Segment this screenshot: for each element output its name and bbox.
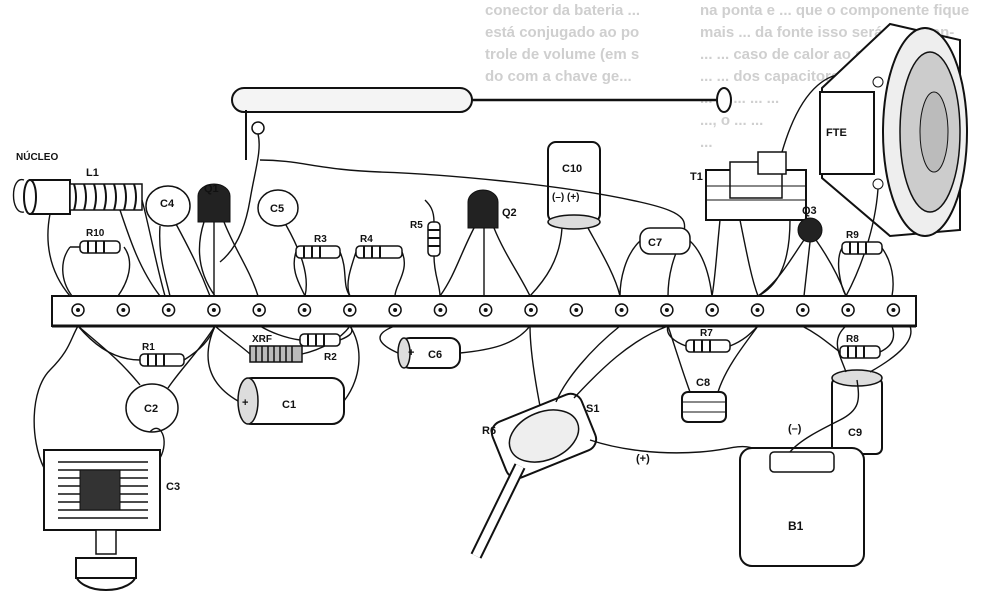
- capacitor-c9: [831, 325, 912, 455]
- label-c10: C10: [562, 163, 582, 175]
- resistor-r8: [801, 325, 895, 359]
- label-r2: R2: [324, 352, 337, 363]
- terminal-lug-hole: [846, 308, 851, 312]
- label-c2: C2: [144, 403, 158, 415]
- variable-capacitor-c3: [33, 325, 165, 591]
- transistor-q3: [757, 217, 847, 297]
- terminal-lug-hole: [800, 308, 805, 312]
- label-r8: R8: [846, 334, 859, 345]
- terminal-lug-hole: [302, 308, 307, 312]
- terminal-lug-hole: [121, 308, 126, 312]
- terminal-lug-hole: [664, 308, 669, 312]
- terminal-lug-hole: [257, 308, 262, 312]
- terminal-lug-hole: [574, 308, 579, 312]
- resistor-r4: [347, 245, 405, 297]
- label-r7: R7: [700, 328, 713, 339]
- label-c6: C6: [428, 349, 442, 361]
- capacitor-c6: [379, 325, 531, 369]
- bg-line: do com a chave ge...: [485, 68, 632, 85]
- terminal-lug-hole: [211, 308, 216, 312]
- transformer-t1: [705, 73, 871, 297]
- label-c8: C8: [696, 377, 710, 389]
- background-text-center: conector da bateria ... está conjugado a…: [485, 0, 640, 88]
- resistor-r3: [293, 245, 351, 297]
- label-r5: R5: [410, 220, 423, 231]
- terminal-lug-hole: [619, 308, 624, 312]
- resistor-r2: [259, 325, 353, 347]
- terminal-lug-hole: [166, 308, 171, 312]
- bg-line: conector da bateria ...: [485, 2, 640, 19]
- label-t1: T1: [690, 171, 703, 183]
- speaker-fte: [819, 22, 968, 297]
- label-r10: R10: [86, 228, 105, 239]
- battery-b1: [739, 379, 865, 567]
- label-q2: Q2: [502, 207, 517, 219]
- bg-line: trole de volume (em s...: [485, 46, 640, 63]
- label-b1: B1: [788, 519, 804, 533]
- terminal-lug-hole: [529, 308, 533, 312]
- potentiometer-r6-switch-s1: [470, 325, 771, 559]
- capacitor-c10: [529, 141, 621, 297]
- terminal-lug-hole: [483, 308, 488, 312]
- terminal-lug-hole: [710, 308, 715, 312]
- terminal-lug-hole: [76, 308, 80, 312]
- capacitor-c8: [667, 325, 759, 423]
- label-nucleo: NÚCLEO: [16, 150, 58, 163]
- bg-line: está conjugado ao po...: [485, 24, 640, 41]
- label-c7: C7: [648, 237, 662, 249]
- label-q1: Q1: [204, 183, 219, 195]
- capacitor-c4: [145, 185, 211, 297]
- label-s1: S1: [586, 403, 599, 415]
- label-c9: C9: [848, 427, 862, 439]
- label-c6-plus: +: [408, 347, 414, 359]
- label-c5: C5: [270, 203, 284, 215]
- label-c4: C4: [160, 198, 175, 210]
- capacitor-c1: [207, 325, 360, 425]
- label-l1: L1: [86, 167, 99, 179]
- bg-line: ..., o ... ...: [700, 112, 764, 129]
- terminal-lug-hole: [438, 308, 443, 312]
- terminal-lug-hole: [891, 308, 896, 312]
- terminal-lug-hole: [347, 308, 352, 312]
- resistor-r10: [62, 240, 131, 297]
- bg-line: ...: [700, 134, 713, 151]
- label-c1: C1: [282, 399, 296, 411]
- label-xrf: XRF: [252, 334, 272, 345]
- label-r3: R3: [314, 234, 327, 245]
- capacitor-c7: [619, 227, 713, 297]
- capacitor-c2: [77, 325, 216, 433]
- bg-line: na ponta e ... que o componente fique: [700, 2, 970, 19]
- label-q3: Q3: [802, 205, 817, 217]
- antenna: [219, 87, 732, 263]
- label-r4: R4: [360, 234, 373, 245]
- resistor-r9: [837, 241, 894, 297]
- capacitor-c5: [257, 189, 307, 297]
- terminal-lug-hole: [393, 308, 398, 312]
- label-c1-plus: +: [242, 397, 248, 409]
- label-fte: FTE: [826, 127, 847, 139]
- terminal-lug-hole: [755, 308, 760, 312]
- label-r6: R6: [482, 425, 496, 437]
- label-c10-polarity: (–) (+): [552, 192, 580, 203]
- label-minus: (–): [788, 423, 802, 435]
- label-c3: C3: [166, 481, 180, 493]
- coil-l1: [12, 179, 166, 297]
- label-r1: R1: [142, 342, 155, 353]
- resistor-r5: [424, 199, 441, 297]
- terminal-strip: [51, 295, 917, 328]
- label-plus: (+): [636, 453, 650, 465]
- transistor-q2: [439, 189, 531, 297]
- transistor-q1: [197, 183, 259, 297]
- terminal-lugs: [71, 303, 901, 317]
- label-r9: R9: [846, 230, 859, 241]
